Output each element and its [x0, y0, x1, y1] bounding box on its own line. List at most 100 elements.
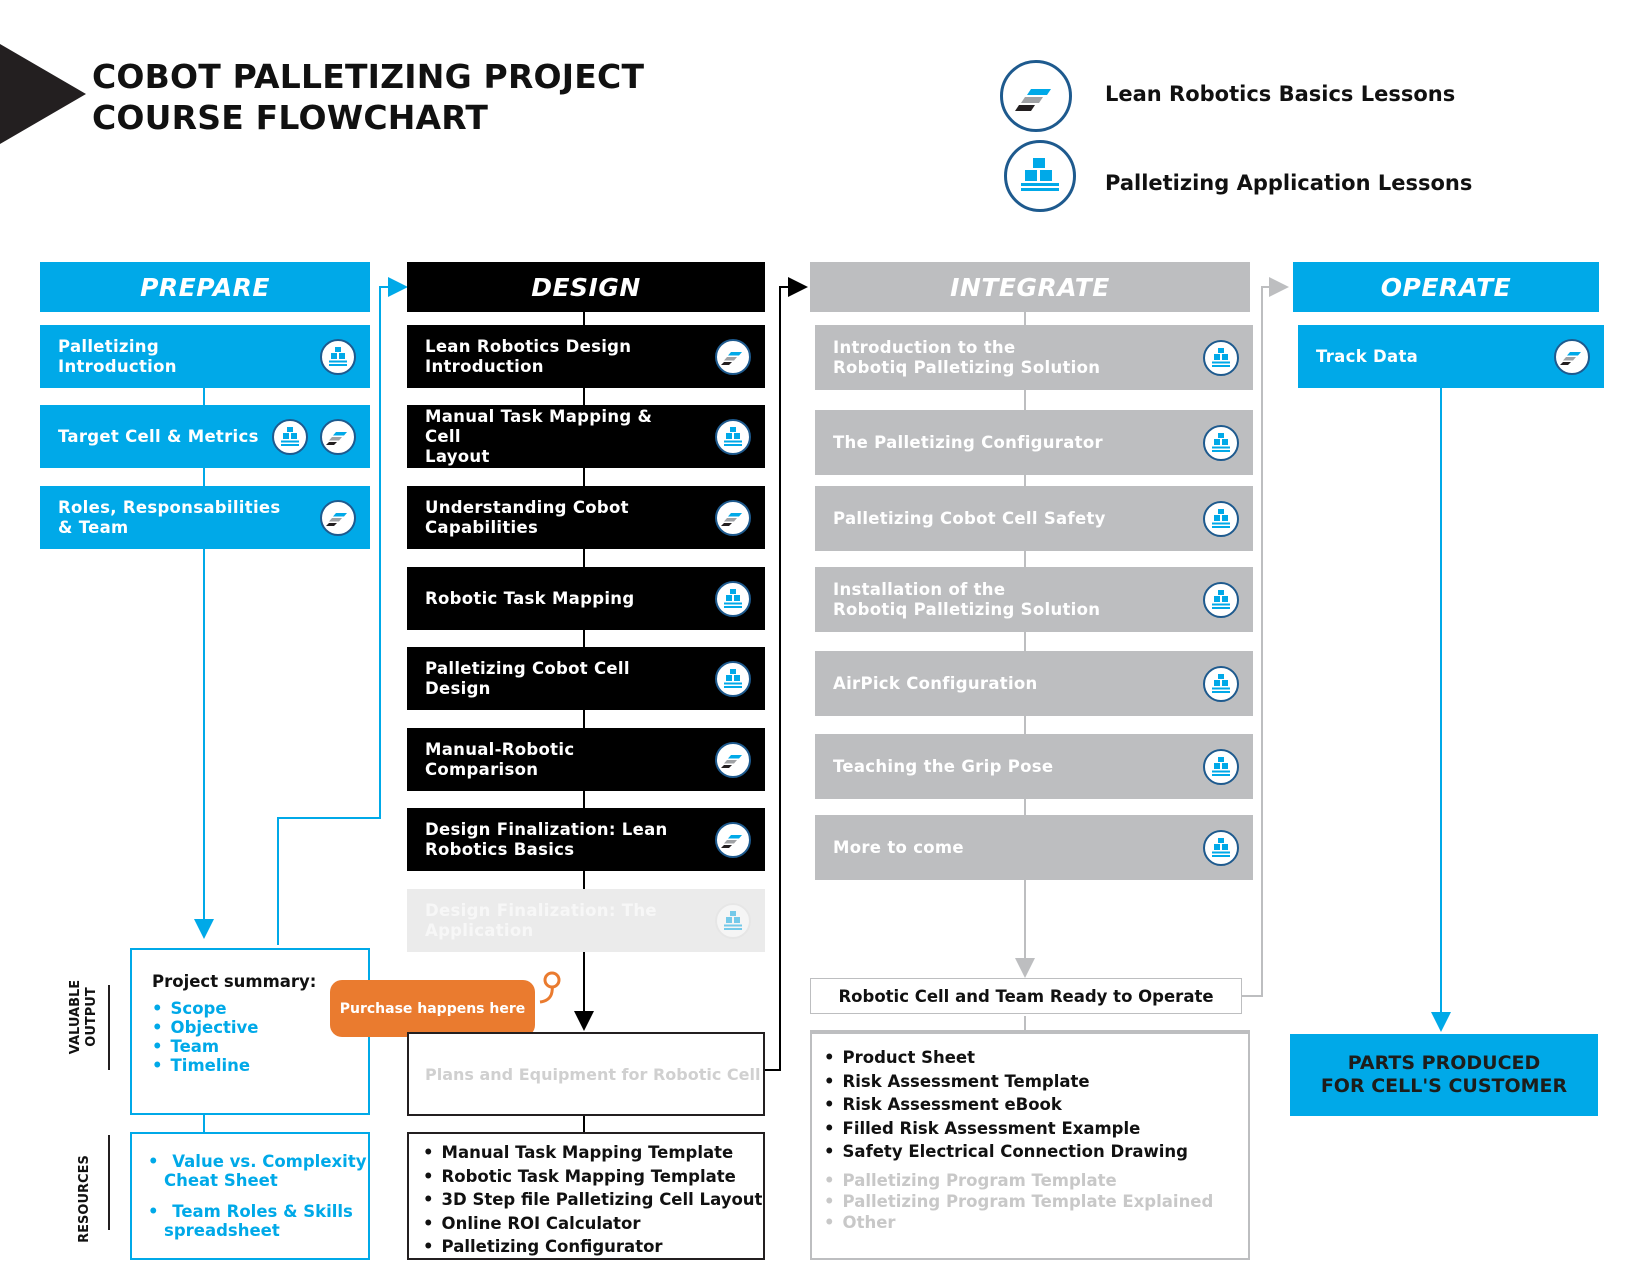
resource-item[interactable]: Robotic Task Mapping Template: [423, 1165, 763, 1189]
page-title: COBOT PALLETIZING PROJECT COURSE FLOWCHA…: [92, 56, 644, 138]
resource-item-line-1: Value vs. Complexity: [172, 1152, 367, 1171]
resources-divider: [108, 1135, 110, 1230]
lesson-title-line-1: Introduction to the: [833, 337, 1016, 357]
prepare-header: PREPARE: [40, 262, 370, 312]
resource-item[interactable]: Risk Assessment Template: [824, 1070, 1248, 1094]
lesson-title-line-1: Design Finalization: Lean: [425, 819, 668, 839]
lesson-title: Palletizing Cobot Cell Safety: [833, 509, 1106, 529]
pallet-icon: [1203, 339, 1239, 376]
lean-robotics-icon: [320, 499, 356, 536]
prepare-lesson-3[interactable]: Roles, Responsabilities& Team: [40, 486, 370, 549]
page-title-line-1: COBOT PALLETIZING PROJECT: [92, 57, 645, 96]
pallet-icon: [320, 338, 356, 375]
project-summary-heading: Project summary:: [152, 972, 317, 991]
lean-robotics-icon: [715, 741, 751, 778]
prepare-resources-list: Value vs. Complexity Cheat Sheet Team Ro…: [148, 1152, 368, 1240]
lesson-title-line-2: Robotiq Palletizing Solution: [833, 599, 1101, 619]
pallet-icon: [1203, 665, 1239, 702]
integrate-lesson-7[interactable]: More to come: [815, 815, 1253, 880]
lesson-title: Target Cell & Metrics: [58, 427, 259, 447]
operate-lesson-1[interactable]: Track Data: [1298, 325, 1604, 388]
resource-item: Palletizing Program Template Explained: [824, 1191, 1248, 1212]
lesson-title-line-1: Robotic Task Mapping: [425, 588, 635, 608]
project-summary-list: Scope Objective Team Timeline: [152, 999, 368, 1075]
lesson-title-line-2: Introduction: [58, 356, 177, 376]
list-item: Scope: [152, 999, 368, 1018]
design-resources-box: Manual Task Mapping Template Robotic Tas…: [407, 1132, 765, 1260]
operate-output-line-1: PARTS PRODUCED: [1347, 1052, 1541, 1074]
lesson-title-line-1: Lean Robotics Design: [425, 336, 632, 356]
resource-item[interactable]: Safety Electrical Connection Drawing: [824, 1140, 1248, 1164]
integrate-lesson-6[interactable]: Teaching the Grip Pose: [815, 734, 1253, 799]
lesson-title: More to come: [833, 838, 964, 858]
prepare-lesson-2[interactable]: Target Cell & Metrics: [40, 405, 370, 468]
valuable-output-line-2: OUTPUT: [84, 987, 99, 1047]
lean-robotics-icon: [1554, 338, 1590, 375]
prepare-resources-box: Value vs. Complexity Cheat Sheet Team Ro…: [130, 1132, 370, 1260]
lesson-title-line-2: Capabilities: [425, 517, 539, 537]
integrate-lesson-5[interactable]: AirPick Configuration: [815, 651, 1253, 716]
lean-robotics-icon: [715, 338, 751, 375]
design-lesson-5[interactable]: Palletizing Cobot Cell Design: [407, 647, 765, 710]
prepare-output-box: Project summary: Scope Objective Team Ti…: [130, 948, 370, 1115]
design-resources-list: Manual Task Mapping Template Robotic Tas…: [423, 1141, 763, 1259]
resource-item-line-1: Team Roles & Skills: [172, 1202, 353, 1221]
pallet-icon: [715, 902, 751, 939]
valuable-output-line-1: VALUABLE: [68, 979, 83, 1055]
lesson-title-line-1: AirPick Configuration: [833, 673, 1038, 693]
integrate-output-box: Robotic Cell and Team Ready to Operate: [810, 978, 1242, 1014]
pallet-icon: [715, 660, 751, 697]
lesson-title: AirPick Configuration: [833, 674, 1038, 694]
design-lesson-6[interactable]: Manual-Robotic Comparison: [407, 728, 765, 791]
title-arrow-shape: [0, 44, 86, 144]
resource-item[interactable]: Manual Task Mapping Template: [423, 1141, 763, 1165]
lesson-title-line-1: Design Finalization: The: [425, 900, 657, 920]
resource-item[interactable]: Product Sheet: [824, 1046, 1248, 1070]
resource-item[interactable]: Risk Assessment eBook: [824, 1093, 1248, 1117]
resource-item[interactable]: 3D Step file Palletizing Cell Layout: [423, 1188, 763, 1212]
list-item: Timeline: [152, 1056, 368, 1075]
resource-item[interactable]: Value vs. Complexity Cheat Sheet: [148, 1152, 368, 1190]
resource-item: Palletizing Program Template: [824, 1170, 1248, 1191]
legend-palletizing-label: Palletizing Application Lessons: [1105, 171, 1473, 195]
lesson-title-line-1: Roles, Responsabilities: [58, 497, 281, 517]
resource-item[interactable]: Online ROI Calculator: [423, 1212, 763, 1236]
resource-item[interactable]: Team Roles & Skills spreadsheet: [148, 1202, 368, 1240]
resource-item-line-2: Cheat Sheet: [164, 1171, 278, 1190]
lesson-title-line-1: Track Data: [1316, 346, 1419, 366]
integrate-lesson-2[interactable]: The Palletizing Configurator: [815, 410, 1253, 475]
resource-item-line-2: spreadsheet: [164, 1221, 280, 1240]
valuable-output-label: VALUABLE OUTPUT: [68, 962, 102, 1072]
integrate-header: INTEGRATE: [810, 262, 1250, 312]
purchase-callout: Purchase happens here: [330, 980, 535, 1037]
lean-robotics-icon: [715, 499, 751, 536]
pallet-icon: [1203, 581, 1239, 618]
pallet-icon: [1203, 829, 1239, 866]
resource-item[interactable]: Filled Risk Assessment Example: [824, 1117, 1248, 1141]
lesson-title: The Palletizing Configurator: [833, 433, 1103, 453]
pallet-icon: [1203, 500, 1239, 537]
operate-output-box: PARTS PRODUCED FOR CELL'S CUSTOMER: [1290, 1034, 1598, 1116]
integrate-lesson-3[interactable]: Palletizing Cobot Cell Safety: [815, 486, 1253, 551]
resource-item[interactable]: Palletizing Configurator: [423, 1235, 763, 1259]
design-lesson-4[interactable]: Robotic Task Mapping: [407, 567, 765, 630]
lesson-title-line-1: Palletizing Cobot Cell Design: [425, 658, 630, 698]
pallet-icon: [715, 418, 751, 455]
lesson-title-line-2: Robotics Basics: [425, 839, 575, 859]
list-item: Team: [152, 1037, 368, 1056]
design-output-box: Plans and Equipment for Robotic Cell: [407, 1032, 765, 1116]
